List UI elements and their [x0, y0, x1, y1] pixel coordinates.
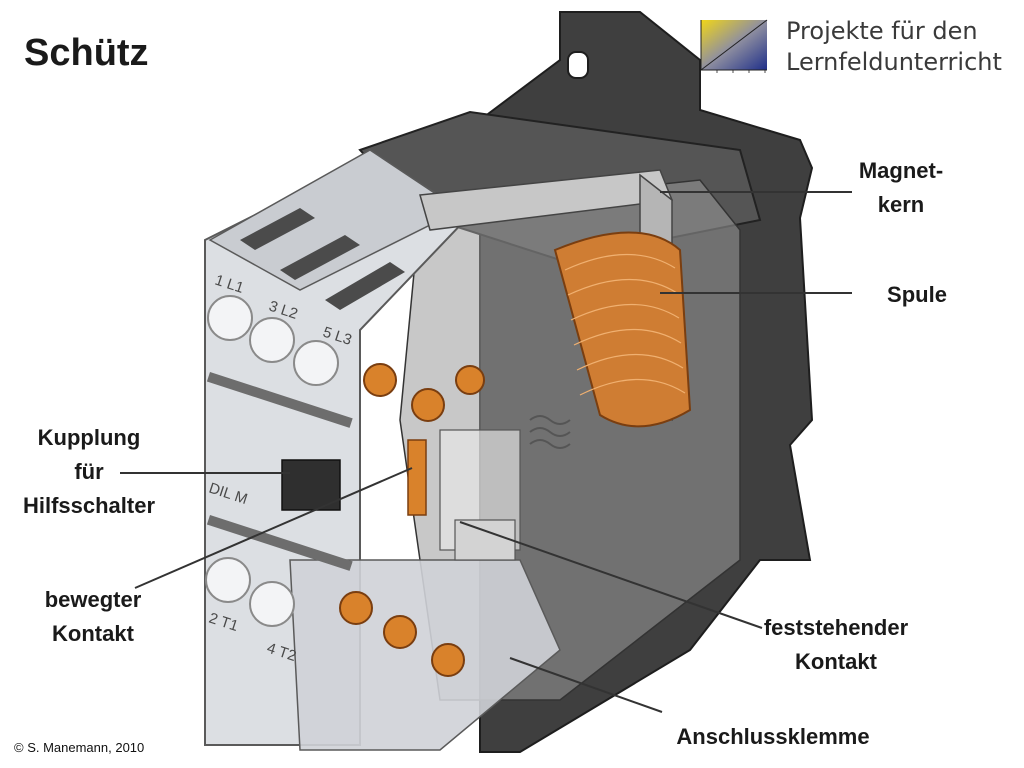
terminal-screws-upper: [363, 363, 485, 422]
top-slot-3: [325, 262, 405, 310]
terminal-hole-1: [207, 295, 253, 341]
leader-anschlussklemme: [509, 657, 663, 713]
terminal-hole-5: [293, 340, 339, 386]
copyright-text: © S. Manemann, 2010: [14, 740, 145, 755]
label-spule: Spule: [862, 278, 972, 312]
screw-l2: [411, 388, 445, 422]
brand-text: Projekte für den Lernfeldunterricht: [786, 16, 1002, 78]
brand-line-1: Projekte für den: [786, 17, 978, 45]
front-slit-2: [206, 515, 353, 571]
label-feststehender-line1: feststehender: [763, 615, 909, 640]
screw-l3: [455, 365, 485, 395]
label-anschlussklemme: Anschlussklemme: [660, 720, 886, 754]
brand-logo: [700, 19, 768, 73]
label-kupplung-line2: für: [74, 459, 104, 484]
label-magnetkern: Magnet- kern: [842, 154, 960, 222]
label-feststehender-line2: Kontakt: [795, 649, 877, 674]
contact-spring: [529, 415, 571, 449]
label-bewegter-kontakt: bewegter Kontakt: [18, 583, 168, 651]
screw-t1: [339, 591, 373, 625]
brand-line-2: Lernfeldunterricht: [786, 48, 1002, 76]
label-bewegter-line1: bewegter: [44, 587, 142, 612]
screw-t2: [383, 615, 417, 649]
label-magnetkern-line2: kern: [877, 192, 925, 217]
aux-coupling: [281, 459, 341, 511]
leader-lines: [120, 191, 852, 713]
leader-feststehender: [459, 521, 763, 629]
screw-t3: [431, 643, 465, 677]
coil-windings: [564, 253, 686, 396]
moving-contact-bridge: [407, 439, 427, 516]
terminal-hole-3: [249, 317, 295, 363]
label-magnetkern-line1: Magnet-: [858, 158, 944, 183]
front-slit-1: [206, 372, 353, 428]
label-feststehender-kontakt: feststehender Kontakt: [746, 611, 926, 679]
terminal-hole-4: [249, 581, 295, 627]
mounting-hole-top: [567, 51, 589, 79]
label-bewegter-line2: Kontakt: [52, 621, 134, 646]
top-slot-2: [280, 235, 360, 280]
label-kupplung-line3: Hilfsschalter: [22, 493, 156, 518]
label-anschlussklemme-text: Anschlussklemme: [676, 724, 870, 749]
page-title: Schütz: [24, 32, 149, 74]
terminal-hole-2: [205, 557, 251, 603]
terminal-screws-lower: [339, 591, 465, 677]
screw-l1: [363, 363, 397, 397]
label-kupplung-line1: Kupplung: [37, 425, 141, 450]
leader-bewegter: [134, 467, 413, 589]
top-slot-1: [240, 208, 315, 250]
fixed-contact: [454, 519, 516, 561]
coil: [553, 231, 692, 428]
label-spule-text: Spule: [887, 282, 947, 307]
label-kupplung: Kupplung für Hilfsschalter: [8, 421, 170, 523]
